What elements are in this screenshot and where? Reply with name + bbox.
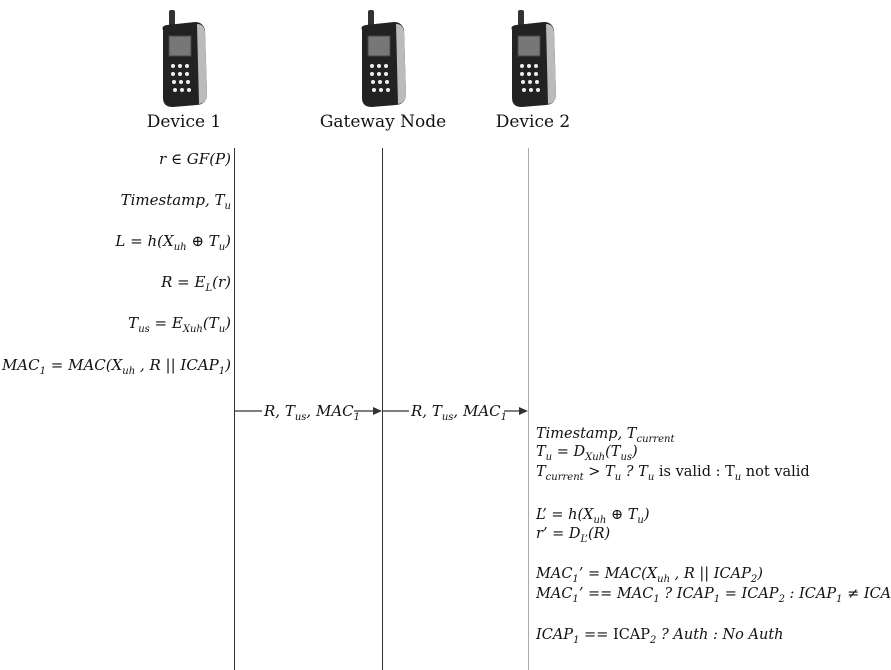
device-2-step-auth: ICAP1 == ICAP2 ? Auth : No Auth [536,627,784,646]
device-1-step-mac: MAC1 = MAC(Xuh , R || ICAP1) [1,356,231,377]
device-1-step-key: L = h(Xuh ⊕ Tu) [115,232,231,253]
device-2-step-validity: Tcurrent > Tu ? Tu is valid : Tu not val… [536,464,810,483]
device-2-step-decrypt-r: r’ = DL’(R) [536,526,611,545]
device-2-label: Device 2 [495,112,571,132]
device-1-lifeline [234,148,235,670]
arrow-device1-to-gateway-head [373,407,382,415]
device-1-label: Device 1 [146,112,222,132]
gateway-node-label: Gateway Node [319,112,447,132]
gateway-phone-icon [361,10,406,107]
device-2-step-timestamp: Timestamp, Tcurrent [536,426,675,445]
device-2-step-decrypt-tu: Tu = DXuh(Tus) [536,444,638,463]
device-1-step-tus: Tus = EXuh(Tu) [128,314,231,335]
arrow-gateway-to-device2-head [519,407,528,415]
message-gateway-to-device2: R, Tus, MAC1 [411,402,508,423]
device-2-phone-icon [511,10,556,107]
device-2-step-mac-compare: MAC1’ == MAC1 ? ICAP1 = ICAP2 : ICAP1 ≠ … [536,586,891,605]
gateway-lifeline [382,148,383,670]
device-2-lifeline [528,148,529,670]
device-2-step-mac: MAC1’ = MAC(Xuh , R || ICAP2) [536,566,763,585]
device-1-phone-icon [162,10,207,107]
message-device1-to-gateway: R, Tus, MAC1 [264,402,361,423]
device-1-step-timestamp: Timestamp, Tu [120,191,231,212]
device-2-step-key: L’ = h(Xuh ⊕ Tu) [536,507,650,526]
device-1-step-encrypt: R = EL(r) [161,273,231,294]
device-1-step-random: r ∈ GF(P) [159,150,231,168]
